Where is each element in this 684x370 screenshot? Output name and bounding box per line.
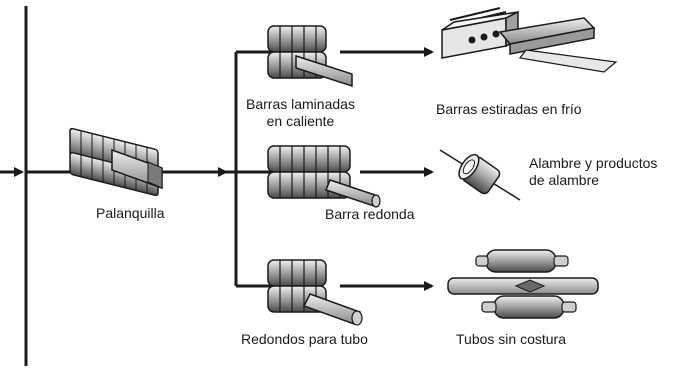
cold-drawing-die-icon [441, 7, 618, 73]
tube-rounds-mill-icon [267, 259, 363, 326]
hot-rolled-bars-mill-icon [267, 25, 353, 88]
round-bar-mill-icon [267, 145, 381, 208]
label-hot-rolled-bars-line2: en caliente [266, 113, 335, 129]
wire-drawing-die-icon [439, 149, 521, 201]
label-hot-rolled-bars-line1: Barras laminadas [246, 96, 355, 112]
billet-rolling-mill-icon [69, 127, 163, 197]
label-seamless-tubes: Tubos sin costura [456, 331, 566, 347]
label-cold-drawn-bars: Barras estiradas en frío [436, 101, 582, 117]
label-tube-rounds: Redondos para tubo [241, 331, 368, 347]
label-hot-rolled-bars: Barras laminadas en caliente [246, 96, 355, 130]
seamless-tube-mill-icon [447, 249, 599, 319]
label-wire: Alambre y productos de alambre [529, 155, 657, 189]
label-round-bar: Barra redonda [325, 206, 415, 222]
label-wire-line1: Alambre y productos [529, 155, 658, 171]
label-wire-line2: de alambre [529, 172, 600, 188]
label-billet: Palanquilla [96, 205, 165, 221]
